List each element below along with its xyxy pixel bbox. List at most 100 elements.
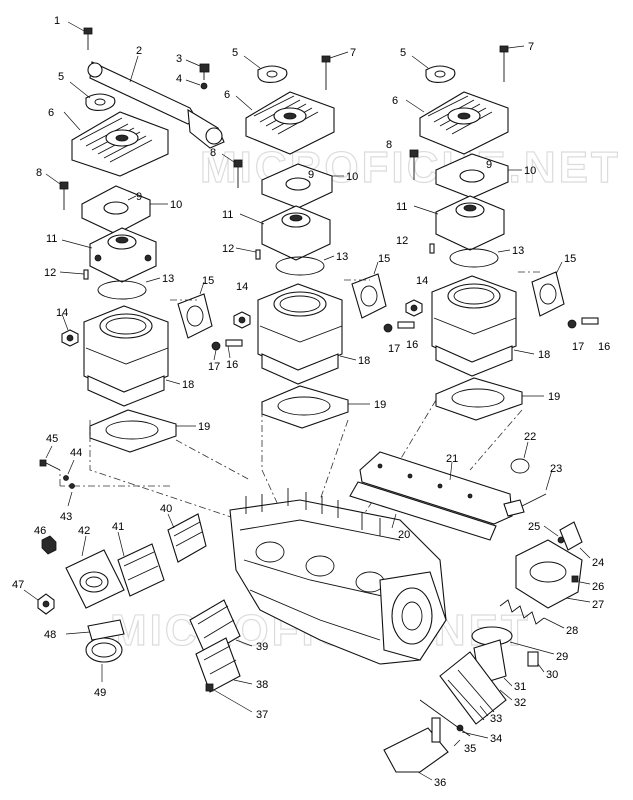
callout-10-left: 10 — [170, 199, 182, 211]
callout-11-middle: 11 — [222, 209, 233, 221]
crankcase — [229, 488, 447, 665]
callout-30: 30 — [546, 669, 558, 681]
callout-19-right: 19 — [548, 391, 560, 403]
insert-cover-middle — [239, 205, 331, 261]
callout-5-right: 5 — [400, 47, 406, 59]
callout-1: 1 — [54, 15, 60, 27]
callout-41: 41 — [112, 521, 124, 533]
callout-10-right: 10 — [524, 165, 536, 177]
callout-7-right: 7 — [528, 41, 534, 53]
pin-30 — [527, 651, 545, 673]
reed-block-41 — [117, 531, 165, 597]
cylinder-head-right — [405, 91, 509, 155]
impeller-33 — [439, 651, 507, 725]
callout-6-right: 6 — [392, 95, 398, 107]
o-ring-13-right — [449, 248, 511, 268]
callout-35: 35 — [464, 743, 476, 755]
head-gasket-left — [81, 185, 168, 235]
dowel-pin-12-left — [59, 269, 89, 280]
exhaust-gasket-15-middle — [351, 261, 387, 319]
nut-46 — [41, 535, 57, 555]
water-manifold — [87, 55, 225, 149]
head-bolt-8-right — [409, 149, 419, 180]
callout-17-middle: 17 — [388, 343, 400, 355]
bolt-26 — [571, 575, 591, 585]
outlet-gasket-5-right — [411, 55, 456, 83]
head-bolt-8-middle — [221, 153, 243, 188]
callout-14-middle: 14 — [236, 281, 248, 293]
callout-45: 45 — [46, 433, 58, 445]
callout-4: 4 — [176, 73, 182, 85]
o-ring-13-middle — [275, 255, 335, 276]
callout-26: 26 — [592, 581, 604, 593]
cylinder-right — [431, 275, 535, 377]
callout-11-left: 11 — [46, 233, 57, 245]
studs-43-45 — [39, 445, 75, 507]
head-bolt-8-left — [45, 173, 69, 210]
outlet-gasket-5-middle — [243, 55, 288, 83]
bolt-1 — [67, 21, 93, 50]
bolt-16-washer-17-middle — [383, 321, 415, 333]
callout-5-left: 5 — [58, 71, 64, 83]
pump-body-36 — [383, 717, 449, 781]
nut-14-left — [61, 313, 79, 347]
bolt-7-right — [499, 45, 525, 82]
bolt-7-middle — [321, 51, 349, 90]
callout-5-middle: 5 — [232, 47, 238, 59]
callout-19-left: 19 — [198, 421, 210, 433]
nut-14-right — [405, 299, 423, 317]
intake-flange-42 — [65, 535, 125, 609]
exhaust-gasket-15-left — [177, 281, 213, 339]
fitting-23 — [503, 469, 553, 517]
base-gasket-middle — [261, 385, 370, 429]
callout-8-left: 8 — [36, 167, 42, 179]
callout-18-left: 18 — [182, 379, 194, 391]
callout-12-right: 12 — [396, 235, 408, 247]
pump-housing-27 — [515, 539, 591, 609]
callout-9-left: 9 — [136, 191, 142, 203]
insert-cover-left — [61, 227, 157, 283]
cylinder-head-left — [63, 111, 169, 177]
cylinder-middle — [257, 283, 357, 385]
callout-7-middle: 7 — [350, 47, 356, 59]
callout-16-left: 16 — [226, 359, 238, 371]
callout-36: 36 — [434, 777, 446, 789]
callout-15-right: 15 — [564, 253, 576, 265]
fitting-3 — [185, 59, 210, 80]
head-gasket-middle — [261, 163, 344, 209]
callout-19-middle: 19 — [374, 399, 386, 411]
dowel-pin-12-right — [429, 243, 435, 254]
callout-8-right: 8 — [386, 139, 392, 151]
outlet-gasket-5-left — [69, 81, 116, 111]
clamp-48-boot-49 — [65, 619, 125, 682]
nipple-24-cap-25 — [543, 521, 591, 559]
exhaust-manifold-cover — [349, 451, 513, 541]
callout-29: 29 — [556, 651, 568, 663]
callout-33: 33 — [490, 713, 502, 725]
callout-40: 40 — [160, 503, 172, 515]
callout-20: 20 — [398, 529, 410, 541]
base-gasket-left — [89, 409, 196, 453]
callout-11-right: 11 — [396, 201, 407, 213]
nut-47 — [23, 589, 55, 615]
callout-17-right: 17 — [572, 341, 584, 353]
washer-34-35 — [419, 699, 489, 747]
callout-13-right: 13 — [512, 245, 524, 257]
callout-14-left: 14 — [56, 307, 68, 319]
callout-18-middle: 18 — [358, 355, 370, 367]
bolt-16-washer-17-left — [211, 339, 243, 361]
bolt-16-washer-17-right — [567, 317, 599, 329]
callout-23: 23 — [550, 463, 562, 475]
nut-14-middle — [233, 311, 251, 329]
callout-13-middle: 13 — [336, 251, 348, 263]
o-ring-13-left — [97, 277, 161, 300]
cylinder-left — [83, 305, 181, 407]
base-gasket-right — [435, 377, 544, 421]
callout-8-middle: 8 — [210, 147, 216, 159]
callout-labels: 1 2 3 4 5 6 8 9 10 11 12 13 14 15 16 17 … — [12, 15, 610, 789]
callout-3: 3 — [176, 53, 182, 65]
head-gasket-right — [435, 153, 522, 199]
callout-27: 27 — [592, 599, 604, 611]
callout-15-middle: 15 — [378, 253, 390, 265]
washer-4 — [185, 79, 208, 90]
